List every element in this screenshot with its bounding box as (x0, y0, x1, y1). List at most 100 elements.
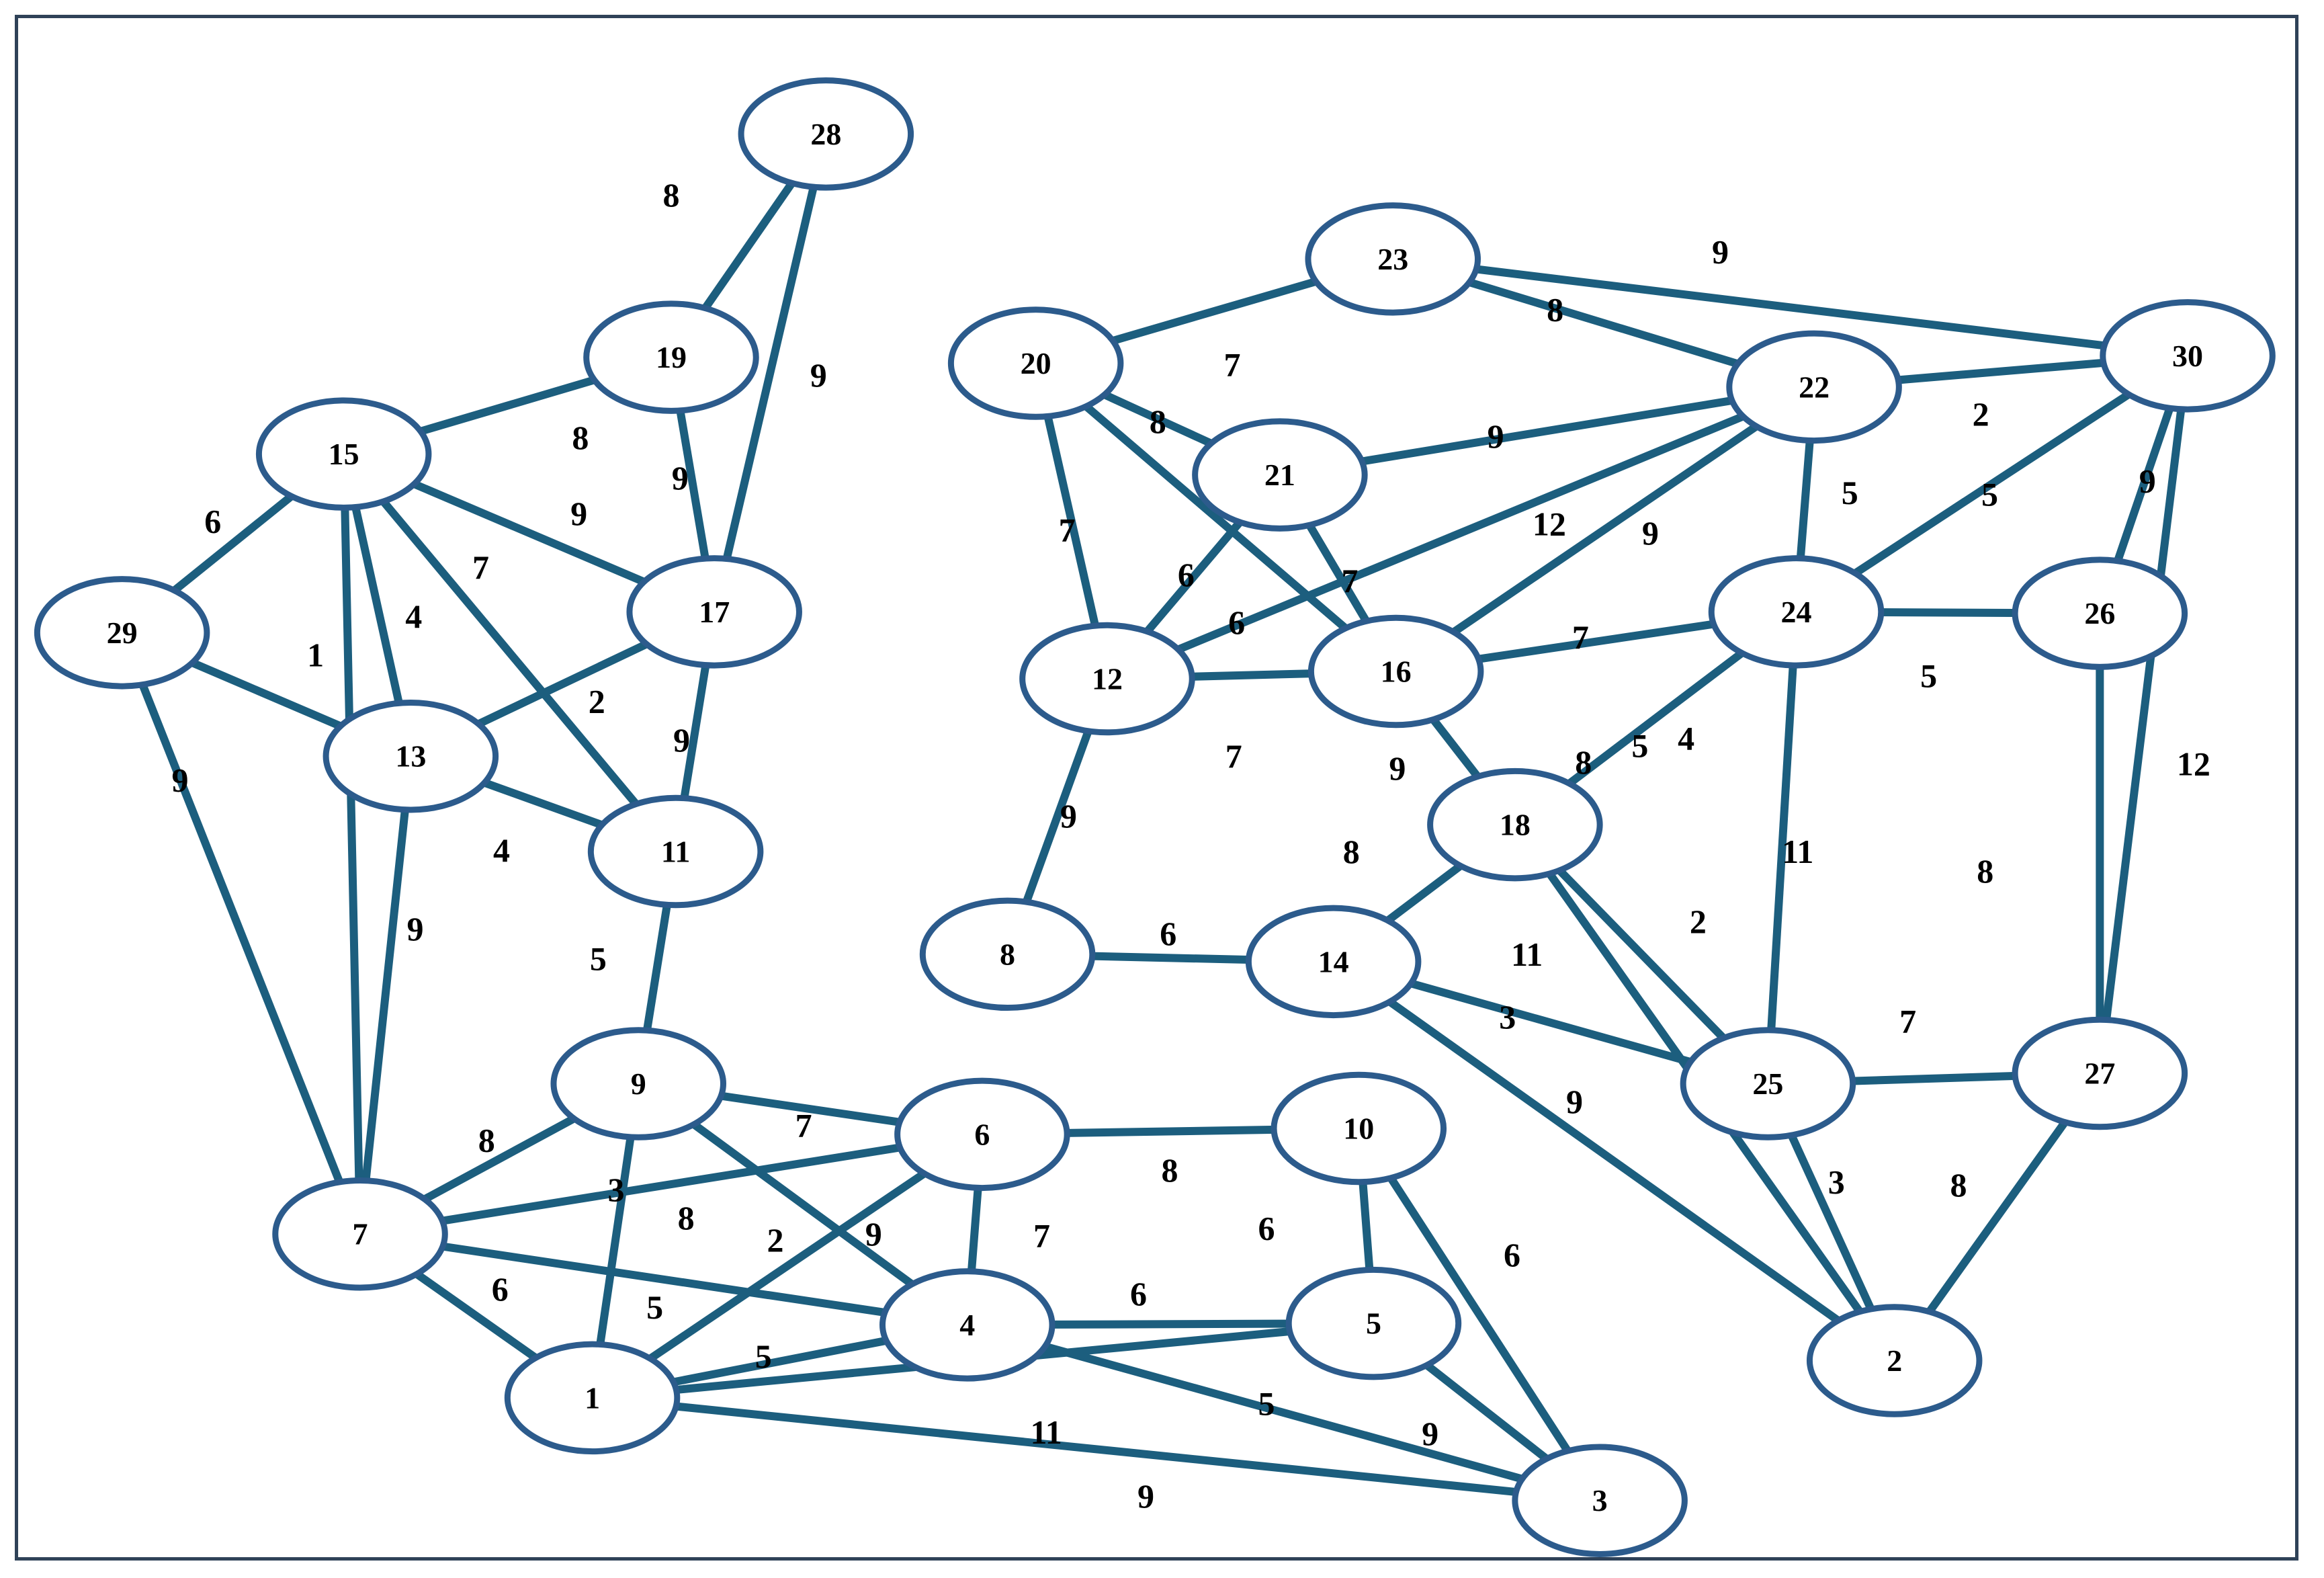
weight-label-5-3: 9 (1422, 1415, 1438, 1452)
node-label-27: 27 (2084, 1056, 2115, 1091)
node-25: 25 (1680, 1027, 1856, 1140)
node-label-30: 30 (2172, 339, 2203, 373)
node-4: 4 (879, 1268, 1056, 1382)
node-label-5: 5 (1366, 1306, 1381, 1341)
node-label-7: 7 (353, 1217, 368, 1251)
weight-label-extra-2: 8 (1575, 743, 1592, 781)
edge-28-17 (710, 132, 830, 613)
weight-label-28-17: 9 (810, 356, 827, 394)
node-shape-20 (947, 306, 1124, 420)
node-label-22: 22 (1799, 370, 1830, 404)
node-label-3: 3 (1592, 1483, 1608, 1518)
node-label-23: 23 (1377, 242, 1408, 276)
node-label-11: 11 (661, 834, 690, 868)
node-label-14: 14 (1318, 944, 1349, 979)
weight-label-7-6: 8 (678, 1199, 695, 1237)
node-label-28: 28 (810, 117, 841, 151)
weight-label-extra-0: 5 (1981, 475, 1998, 513)
weight-label-22-16: 9 (1642, 514, 1659, 552)
weight-label-12-8: 9 (1060, 797, 1077, 835)
weight-label-25-27: 7 (1899, 1002, 1916, 1040)
weight-label-18-14: 8 (1343, 833, 1360, 870)
weight-label-8-14: 6 (1160, 915, 1176, 952)
node-label-29: 29 (107, 616, 138, 650)
node-shape-2 (1806, 1304, 1983, 1417)
node-shape-10 (1271, 1071, 1447, 1186)
weight-label-7-4: 5 (646, 1288, 663, 1326)
node-shape-22 (1726, 330, 1902, 444)
edge-23-30 (1392, 255, 2188, 360)
weight-label-23-20: 7 (1224, 346, 1241, 384)
edge-20-16 (1033, 360, 1399, 675)
weight-label-11-9: 5 (590, 940, 607, 977)
edge-29-7 (118, 631, 364, 1236)
node-1: 1 (504, 1341, 681, 1455)
weight-label-17-13: 2 (589, 682, 605, 720)
node-19: 19 (583, 300, 759, 414)
weight-label-23-30: 9 (1712, 233, 1729, 270)
weight-label-22-12: 12 (1533, 505, 1566, 543)
weight-label-24-26: 5 (1920, 657, 1937, 695)
weight-label-4-5: 6 (1130, 1275, 1147, 1313)
node-shape-11 (587, 794, 764, 909)
weight-label-16-18: 9 (1389, 749, 1406, 787)
edge-7-6 (359, 1130, 983, 1239)
node-shape-18 (1427, 767, 1603, 882)
node-shape-3 (1512, 1444, 1688, 1557)
node-30: 30 (2100, 299, 2276, 413)
node-label-19: 19 (656, 340, 687, 374)
node-2: 2 (1806, 1304, 1983, 1417)
node-23: 23 (1305, 202, 1481, 316)
weight-label-extra-1: 5 (1631, 727, 1648, 765)
edge-1-3 (591, 1393, 1600, 1505)
weight-label-6-10: 8 (1161, 1151, 1178, 1189)
weight-label-15-29: 6 (204, 502, 221, 540)
node-label-26: 26 (2084, 596, 2115, 630)
node-6: 6 (894, 1077, 1070, 1192)
weight-label-30-27: 12 (2177, 745, 2210, 782)
node-shape-29 (34, 576, 210, 690)
node-24: 24 (1708, 555, 1885, 669)
edge-7-4 (359, 1230, 968, 1329)
node-26: 26 (2012, 556, 2188, 670)
node-label-16: 16 (1381, 654, 1412, 688)
node-8: 8 (919, 897, 1096, 1011)
node-10: 10 (1271, 1071, 1447, 1186)
weight-label-12-16: 7 (1225, 737, 1242, 775)
edge-14-2 (1331, 958, 1897, 1364)
weight-label-23-22: 8 (1547, 291, 1563, 329)
weight-label-24-18: 4 (1678, 720, 1694, 757)
node-27: 27 (2012, 1016, 2188, 1130)
node-shape-5 (1285, 1266, 1462, 1380)
weight-label-9-6: 7 (795, 1107, 812, 1145)
weight-label-20-16: 6 (1228, 604, 1245, 641)
weight-label-7-1: 6 (492, 1270, 509, 1308)
edge-10-3 (1355, 1126, 1604, 1503)
weight-label-6-1: 2 (767, 1221, 784, 1259)
node-shape-23 (1305, 202, 1481, 316)
node-shape-13 (322, 699, 499, 813)
weight-label-29-7: 9 (172, 761, 189, 799)
weight-label-28-19: 8 (662, 176, 679, 214)
node-7: 7 (272, 1177, 448, 1291)
node-shape-16 (1307, 614, 1484, 729)
weight-label-21-12: 6 (1178, 556, 1195, 593)
node-label-20: 20 (1021, 346, 1051, 380)
edge-13-7 (356, 755, 415, 1235)
edges-layer (118, 131, 2192, 1505)
node-12: 12 (1019, 622, 1195, 736)
edge-24-25 (1764, 612, 1801, 1084)
node-18: 18 (1427, 767, 1603, 882)
weight-label-9-7: 8 (478, 1122, 495, 1159)
edge-30-24 (1794, 352, 2190, 616)
node-label-4: 4 (959, 1308, 975, 1342)
weight-label-24-25: 11 (1782, 833, 1813, 870)
weight-label-17-11: 9 (673, 721, 690, 759)
node-13: 13 (322, 699, 499, 813)
node-label-8: 8 (1000, 937, 1015, 971)
node-11: 11 (587, 794, 764, 909)
weight-label-15-11: 7 (472, 548, 489, 586)
node-label-1: 1 (585, 1380, 600, 1415)
weight-label-30-26: 9 (2139, 462, 2156, 499)
